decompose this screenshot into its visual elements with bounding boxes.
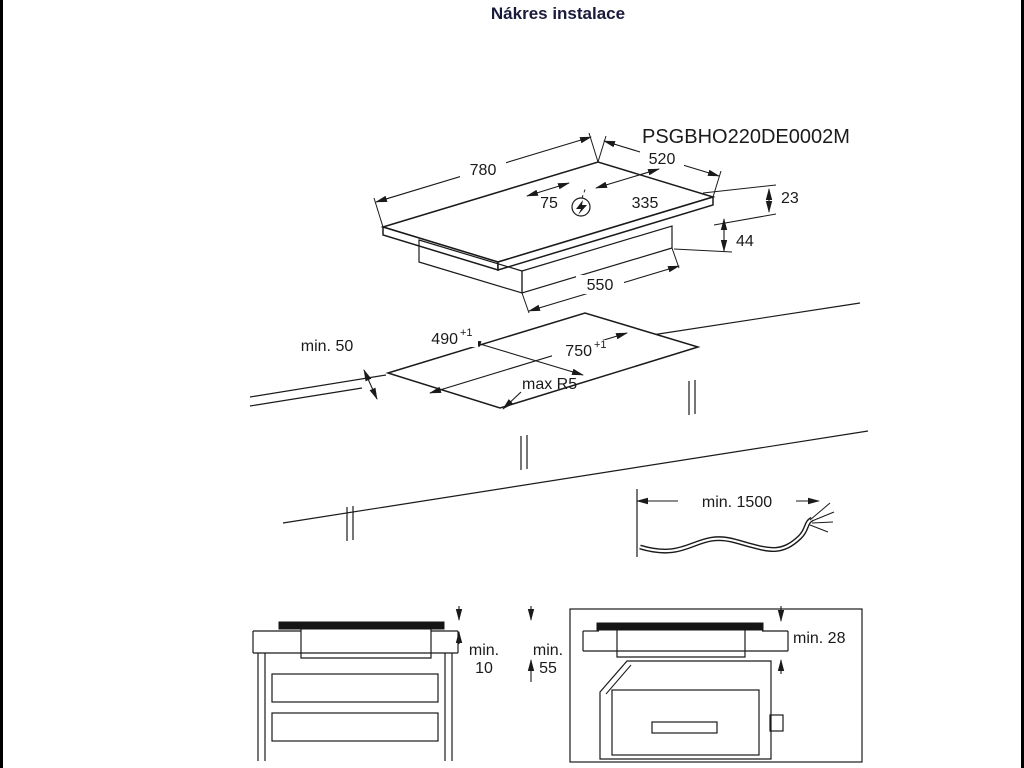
cutout-opening [385, 312, 701, 409]
worktop-edge [249, 374, 387, 398]
dim-label-min55-prefix: min. [533, 642, 563, 659]
dim-label-maxR5: max R5 [522, 376, 577, 393]
model-code: PSGBHO220DE0002M [642, 126, 850, 148]
dim-label-cable-length: min. 1500 [702, 494, 772, 511]
left-edge-bar [0, 0, 3, 768]
worktop-front-edge [249, 387, 363, 407]
dim-label-min28: min. 28 [793, 630, 846, 647]
dim-label-750: 750 [565, 343, 592, 360]
oven-section-frame [569, 608, 863, 763]
oven-body [599, 660, 772, 760]
drawer-front-upper [271, 673, 439, 703]
dim-label-44: 44 [736, 233, 754, 250]
dim-label-490-tolerance: +1 [460, 327, 473, 339]
dim-label-23: 23 [781, 190, 799, 207]
corner-radius-leader [502, 391, 522, 410]
cabinet-section-view: min. 10 min. 55 [252, 606, 563, 761]
oven-section-view: min. 28 [569, 606, 863, 763]
dim-label-min10-value: 10 [475, 660, 493, 677]
dim-line-min50 [363, 369, 378, 400]
oven-handle [651, 721, 718, 734]
hob-glass-edge-right [497, 195, 714, 272]
dim-label-75: 75 [540, 195, 558, 212]
cable-wire-strands [809, 502, 835, 533]
worktop-lower-edge [282, 430, 869, 524]
dim-line-75 [526, 182, 570, 197]
dim-label-780: 780 [470, 162, 497, 179]
oven-knob [769, 714, 784, 732]
power-connection-icon [571, 197, 591, 217]
dim-label-490: 490 [431, 331, 458, 348]
hob-isometric-view: 780 520 75 335 23 44 550 [373, 132, 799, 314]
oven-door [611, 689, 760, 756]
cable-core [639, 518, 813, 553]
dim-line-335 [595, 168, 660, 189]
dim-label-min50: min. 50 [301, 338, 354, 355]
dim-label-520: 520 [649, 151, 676, 168]
hob-glass-section [596, 622, 764, 631]
worktop-edge [651, 302, 861, 336]
dim-label-750-tolerance: +1 [594, 339, 607, 351]
worktop-supports [346, 380, 696, 541]
dim-label-550: 550 [587, 277, 614, 294]
dim-label-min10-prefix: min. [469, 642, 499, 659]
mains-cable-view: min. 1500 [636, 489, 835, 557]
page-title: Nákres instalace [491, 4, 625, 23]
dim-label-min55-value: 55 [539, 660, 557, 677]
hob-casing-section [300, 629, 432, 659]
hob-glass-section [278, 621, 445, 630]
dim-label-335: 335 [632, 195, 659, 212]
oven-chamfer-line [605, 664, 632, 695]
hob-casing-section [616, 630, 746, 658]
right-edge-bar [1021, 0, 1024, 768]
worktop-cutout-view: min. 50 490 +1 750 +1 max R5 [249, 302, 869, 541]
drawer-front-lower [271, 712, 439, 742]
